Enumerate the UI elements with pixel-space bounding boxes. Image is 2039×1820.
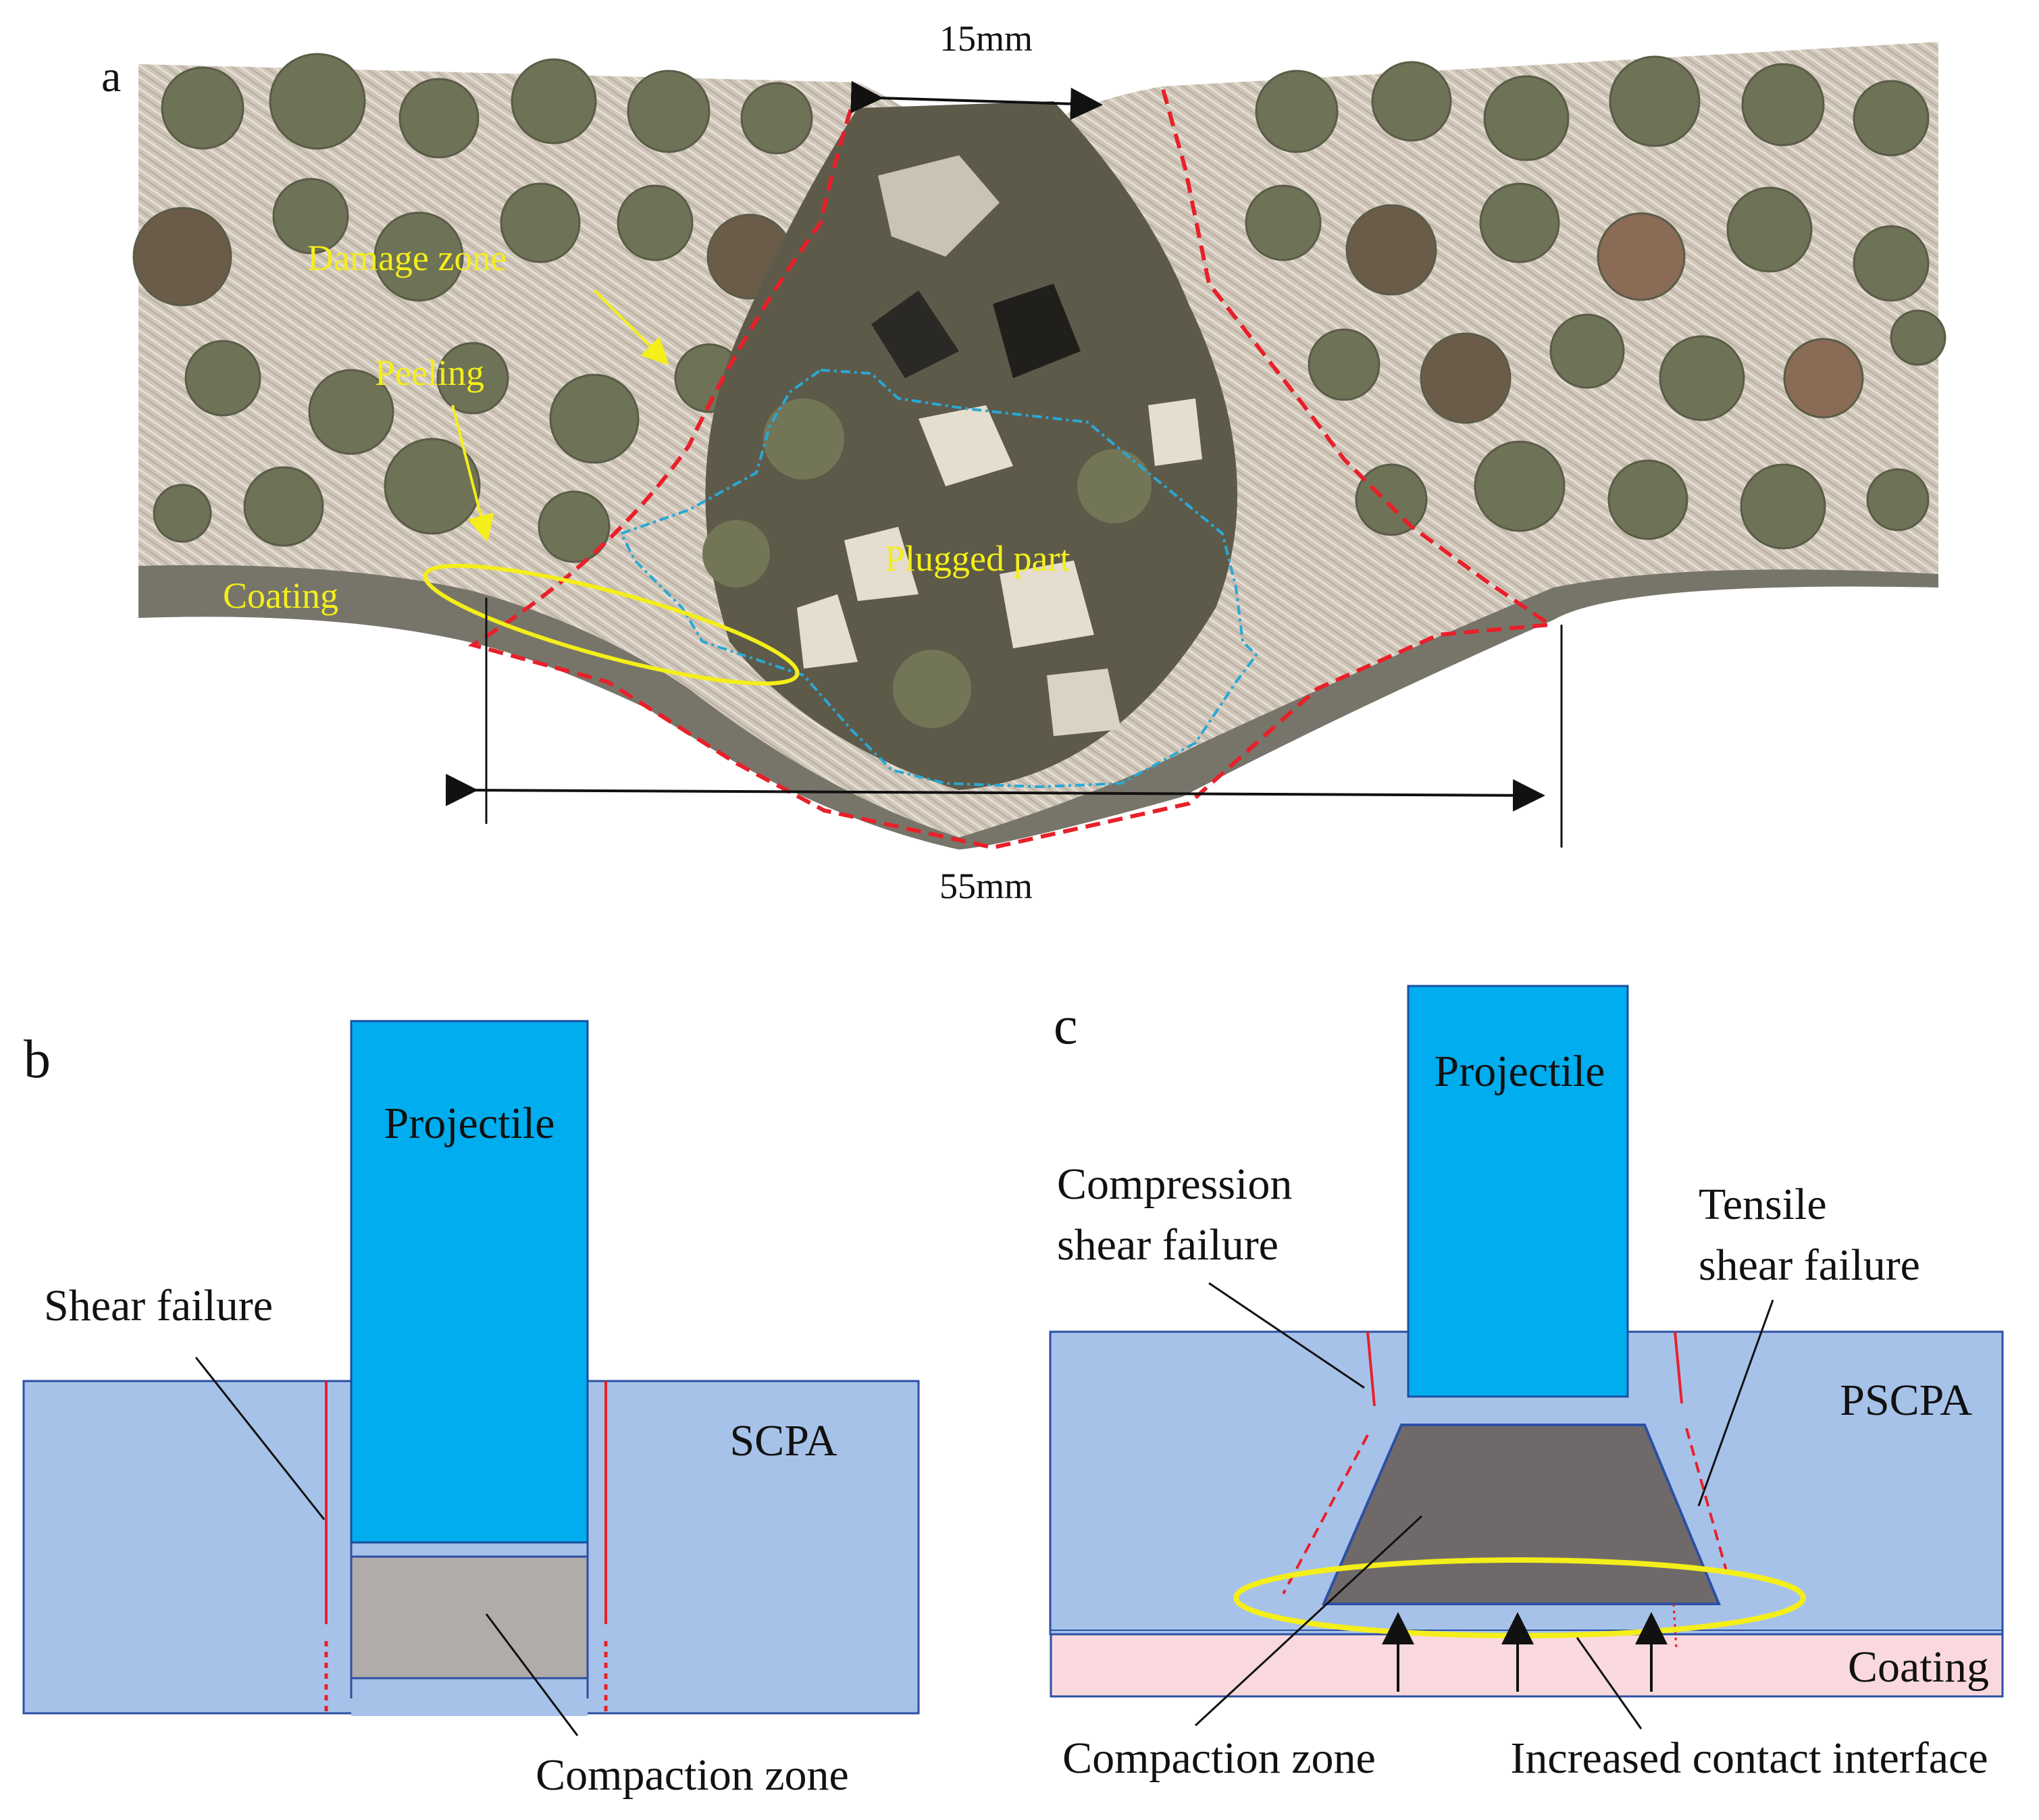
compaction-zone-b-label: Compaction zone [536,1750,849,1800]
damage-zone-arrow [593,289,669,365]
label-damage-zone: Damage zone [307,238,507,278]
particle-field [132,53,1946,563]
projectile-c [1407,985,1629,1398]
panel-c: c Projectile PSCPA Coating Compression s… [1049,985,2004,1783]
dimension-55mm-label: 55mm [939,866,1033,906]
coating-layer [138,565,1938,850]
projectile-b [350,1020,589,1544]
label-coating: Coating [223,575,338,616]
compression-shear-label-line1: Compression [1057,1160,1292,1209]
dimension-15mm-label: 15mm [939,18,1033,59]
compression-shear-leader [1208,1282,1365,1389]
panel-b-letter: b [24,1030,51,1089]
compaction-zone-c-label: Compaction zone [1062,1734,1376,1783]
panel-a: a [101,18,1946,906]
tensile-shear-label-line2: shear failure [1699,1241,1920,1290]
panel-b: b Projectile SCPA Shear failure Compacti… [22,1020,920,1800]
tensile-shear-leader [1697,1299,1774,1507]
compression-shear-dashed [1282,1434,1369,1594]
coating-c-label: Coating [1848,1642,1989,1692]
shear-failure-label: Shear failure [44,1281,273,1330]
compaction-zone-b [350,1555,589,1680]
label-plugged-part: Plugged part [885,538,1070,579]
compaction-zone-b-leader [485,1613,579,1736]
dimension-15mm-arrow [850,80,1103,120]
contact-interface-leader [1576,1637,1643,1730]
contact-interface-label: Increased contact interface [1510,1734,1988,1783]
crater-debris [702,101,1237,790]
tensile-shear-dashed [1685,1428,1730,1581]
panel-a-letter: a [101,52,121,101]
peeling-arrow [451,405,494,542]
compaction-zone-c [1321,1424,1721,1605]
tensile-shear-dotted [1672,1603,1678,1648]
compression-shear-label-line2: shear failure [1057,1220,1279,1270]
scpa-label: SCPA [729,1416,837,1465]
damage-zone-boundary [467,84,1556,850]
peeling-ellipse [423,563,800,686]
panel-c-letter: c [1054,996,1078,1056]
pscpa-label: PSCPA [1840,1376,1972,1425]
shear-failure-leader [195,1357,326,1520]
compaction-zone-c-leader [1194,1515,1423,1727]
tensile-shear-solid [1674,1331,1683,1404]
label-peeling: Peeling [375,353,484,393]
coating-layer-c [1050,1633,2004,1698]
compression-shear-solid [1366,1331,1376,1407]
projectile-c-label: Projectile [1435,1047,1605,1096]
tensile-shear-label-line1: Tensile [1699,1180,1827,1229]
projectile-b-label: Projectile [384,1099,555,1148]
dimension-55mm-arrow [445,773,1545,812]
